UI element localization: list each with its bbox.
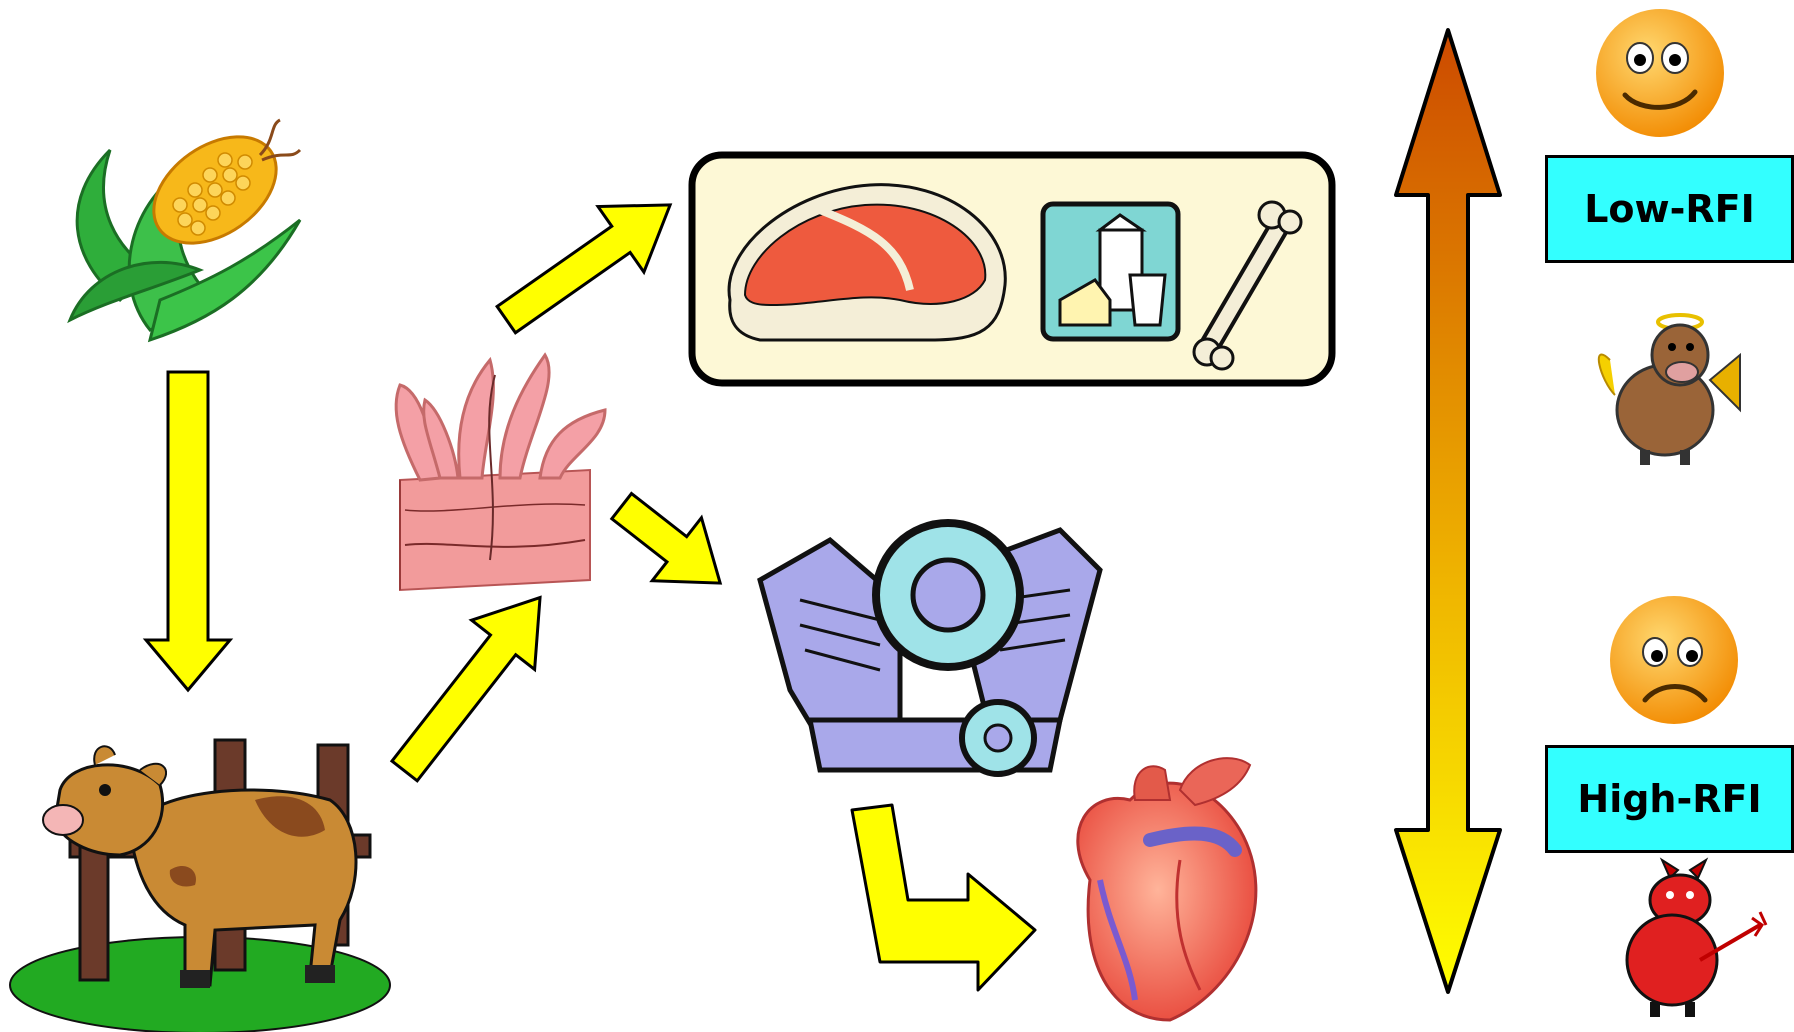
dairy-icon — [1043, 204, 1178, 339]
happy-face-icon — [1596, 9, 1724, 137]
arrow-engine-to-heart — [852, 805, 1035, 990]
devil-cow-icon — [1627, 860, 1766, 1017]
arrow-corn-to-cow — [146, 372, 230, 690]
low-rfi-text: Low-RFI — [1584, 187, 1755, 231]
arrow-intestine-to-products — [483, 172, 693, 352]
high-rfi-label: High-RFI — [1545, 745, 1794, 853]
efficiency-scale-arrow — [1396, 30, 1500, 992]
arrow-cow-to-intestine — [373, 573, 571, 796]
heart-icon — [1078, 758, 1256, 1020]
high-rfi-text: High-RFI — [1577, 777, 1761, 821]
engine-icon — [760, 523, 1100, 774]
cow-icon — [10, 740, 390, 1032]
arrow-intestine-to-engine — [597, 475, 745, 615]
corn-icon — [70, 115, 300, 340]
low-rfi-label: Low-RFI — [1545, 155, 1794, 263]
sad-face-icon — [1610, 596, 1738, 724]
angel-cow-icon — [1599, 315, 1740, 465]
intestine-villi-icon — [396, 355, 605, 590]
